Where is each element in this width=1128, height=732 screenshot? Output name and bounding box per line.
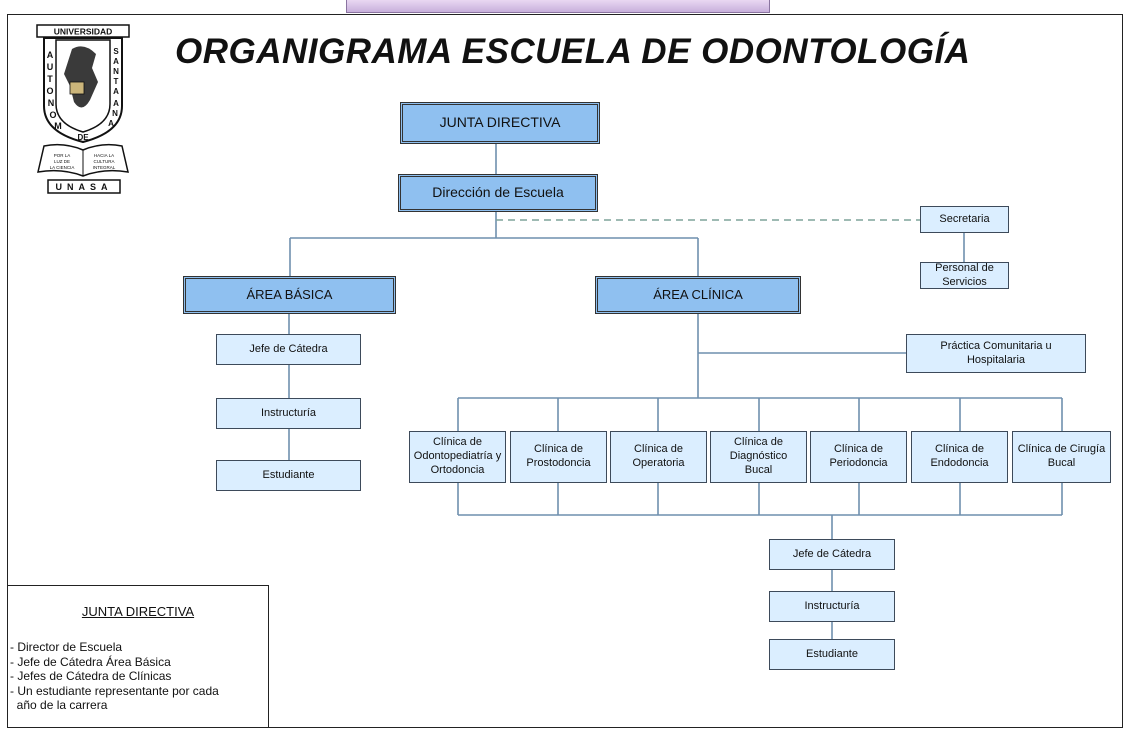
svg-text:N: N xyxy=(113,67,119,76)
logo-bottom-text: UNASA xyxy=(55,182,112,192)
logo-top-text: UNIVERSIDAD xyxy=(54,27,113,37)
svg-text:N: N xyxy=(112,109,118,118)
svg-text:INTEGRAL: INTEGRAL xyxy=(93,165,116,170)
svg-text:A: A xyxy=(47,50,54,60)
logo-de-text: DE xyxy=(77,133,89,142)
legend-item: - Un estudiante representante por cada xyxy=(10,683,219,698)
legend-junta-directiva: JUNTA DIRECTIVA - Director de Escuela - … xyxy=(7,585,269,728)
open-book-icon: POR LA LUZ DE LA CIENCIA HACIA LA CULTUR… xyxy=(37,143,129,177)
svg-text:LA CIENCIA: LA CIENCIA xyxy=(50,165,75,170)
svg-text:POR LA: POR LA xyxy=(54,153,71,158)
legend-item: - Director de Escuela xyxy=(10,640,123,654)
svg-text:S: S xyxy=(113,47,119,56)
node-basica-instructuria: Instructuría xyxy=(216,398,361,429)
node-direccion-escuela: Dirección de Escuela xyxy=(398,174,598,212)
legend-item: - Jefes de Cátedra de Clínicas xyxy=(10,669,172,683)
map-emblem-icon xyxy=(64,46,98,108)
svg-text:A: A xyxy=(113,99,119,108)
node-clinica-endodoncia: Clínica de Endodoncia xyxy=(911,431,1008,483)
legend-list: - Director de Escuela - Jefe de Cátedra … xyxy=(10,640,219,713)
svg-text:A: A xyxy=(113,57,119,66)
legend-item: año de la carrera xyxy=(10,698,108,712)
window-top-tab xyxy=(346,0,770,13)
legend-title: JUNTA DIRECTIVA xyxy=(81,604,195,619)
node-clinica-instructuria: Instructuría xyxy=(769,591,895,622)
node-clinica-periodoncia: Clínica de Periodoncia xyxy=(810,431,907,483)
node-secretaria: Secretaria xyxy=(920,206,1009,233)
node-clinica-cirugia-bucal: Clínica de Cirugía Bucal xyxy=(1012,431,1111,483)
svg-text:A: A xyxy=(108,119,114,128)
node-practica-comunitaria: Práctica Comunitaria u Hospitalaria xyxy=(906,334,1086,373)
svg-text:N: N xyxy=(48,98,55,108)
node-clinica-diagnostico-bucal: Clínica de Diagnóstico Bucal xyxy=(710,431,807,483)
svg-text:A: A xyxy=(113,87,119,96)
node-area-basica: ÁREA BÁSICA xyxy=(183,276,396,314)
svg-text:T: T xyxy=(114,77,119,86)
node-clinica-operatoria: Clínica de Operatoria xyxy=(610,431,707,483)
svg-text:CULTURA: CULTURA xyxy=(94,159,115,164)
svg-text:M: M xyxy=(54,121,62,131)
node-clinica-odontopediatria: Clínica de Odontopediatría y Ortodoncia xyxy=(409,431,506,483)
legend-item: - Jefe de Cátedra Área Básica xyxy=(10,654,171,669)
page-title: ORGANIGRAMA ESCUELA DE ODONTOLOGÍA xyxy=(175,32,971,71)
node-clinica-jefe-catedra: Jefe de Cátedra xyxy=(769,539,895,570)
svg-text:HACIA LA: HACIA LA xyxy=(94,153,114,158)
node-personal-servicios: Personal de Servicios xyxy=(920,262,1009,289)
node-clinica-estudiante: Estudiante xyxy=(769,639,895,670)
node-clinica-prostodoncia: Clínica de Prostodoncia xyxy=(510,431,607,483)
university-logo: UNIVERSIDAD A U T O N O M S A N T A A N … xyxy=(36,24,130,194)
svg-text:T: T xyxy=(47,74,53,84)
node-area-clinica: ÁREA CLÍNICA xyxy=(595,276,801,314)
node-basica-estudiante: Estudiante xyxy=(216,460,361,491)
node-basica-jefe-catedra: Jefe de Cátedra xyxy=(216,334,361,365)
svg-text:O: O xyxy=(46,86,53,96)
svg-text:LUZ DE: LUZ DE xyxy=(54,159,70,164)
node-junta-directiva: JUNTA DIRECTIVA xyxy=(400,102,600,144)
svg-text:O: O xyxy=(49,110,56,120)
svg-text:U: U xyxy=(47,62,54,72)
